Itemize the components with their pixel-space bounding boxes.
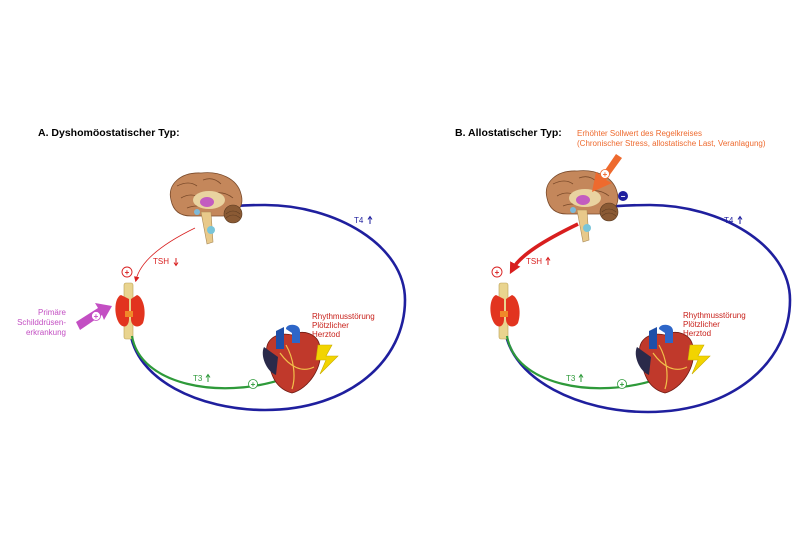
primary-plus-circle [91, 311, 101, 321]
t3-up-arrow-icon-b [578, 373, 584, 382]
heart-icon-b [635, 324, 695, 394]
panel-b: B. Allostatischer Typ: Erhöhter Sollwert… [455, 127, 792, 414]
tsh-label: TSH [153, 257, 169, 266]
t3-plus-sign: + [251, 380, 256, 389]
tsh-plus-circle [121, 266, 133, 278]
thyroid-icon [115, 282, 145, 340]
setpoint-line2: (Chronischer Stress, allostatische Last,… [577, 139, 766, 148]
t3-plus-circle-b [617, 379, 627, 389]
t4-up-arrow-icon-b [737, 215, 743, 224]
panel-b-title: B. Allostatischer Typ: [455, 127, 562, 139]
negative-feedback-sign: − [621, 192, 626, 201]
t4-up-arrow-icon [367, 215, 373, 224]
tsh-plus-sign-b: + [495, 268, 500, 277]
tsh-arrow-b [509, 222, 579, 275]
tsh-label-b: TSH [526, 257, 542, 266]
lightning-icon [315, 344, 339, 375]
outcome-line2: Plötzlicher [312, 321, 349, 330]
thyroid-icon-b [490, 282, 520, 340]
t4-label: T4 [354, 216, 364, 225]
t4-feedback-loop [128, 202, 407, 412]
tsh-down-arrow-icon [173, 258, 179, 267]
setpoint-line1: Erhöhter Sollwert des Regelkreises [577, 129, 702, 138]
outcome-line1: Rhythmusstörung [312, 312, 375, 321]
setpoint-plus-circle [600, 169, 610, 179]
t4-feedback-loop-b [503, 202, 792, 414]
panel-a-title: A. Dyshomöostatischer Typ: [38, 127, 180, 139]
primary-plus-sign: + [94, 312, 99, 321]
tsh-plus-sign: + [125, 268, 130, 277]
setpoint-plus-sign: + [603, 170, 608, 179]
t3-plus-circle [248, 379, 258, 389]
t3-label-b: T3 [566, 374, 576, 383]
tsh-arrow [133, 227, 196, 283]
lightning-icon-b [687, 344, 711, 375]
t3-arrow-b [505, 335, 662, 390]
negative-feedback-circle [618, 191, 628, 201]
heart-icon [262, 324, 322, 394]
outcome-line3: Herztod [312, 330, 340, 339]
brain-icon [169, 172, 243, 245]
t4-label-b: T4 [724, 216, 734, 225]
outcome-line2-b: Plötzlicher [683, 320, 720, 329]
tsh-plus-circle-b [491, 266, 503, 278]
primary-disease-line2: Schilddrüsen- [17, 318, 66, 327]
outcome-line1-b: Rhythmusstörung [683, 311, 746, 320]
t3-label: T3 [193, 374, 203, 383]
t3-up-arrow-icon [205, 373, 211, 382]
panel-a: A. Dyshomöostatischer Typ: + TSH [17, 127, 407, 412]
outcome-line3-b: Herztod [683, 329, 711, 338]
primary-disease-line3: erkrankung [26, 328, 66, 337]
primary-disease-line1: Primäre [38, 308, 67, 317]
t3-arrow [130, 335, 287, 390]
t3-plus-sign-b: + [620, 380, 625, 389]
tsh-up-arrow-icon-b [545, 256, 551, 265]
